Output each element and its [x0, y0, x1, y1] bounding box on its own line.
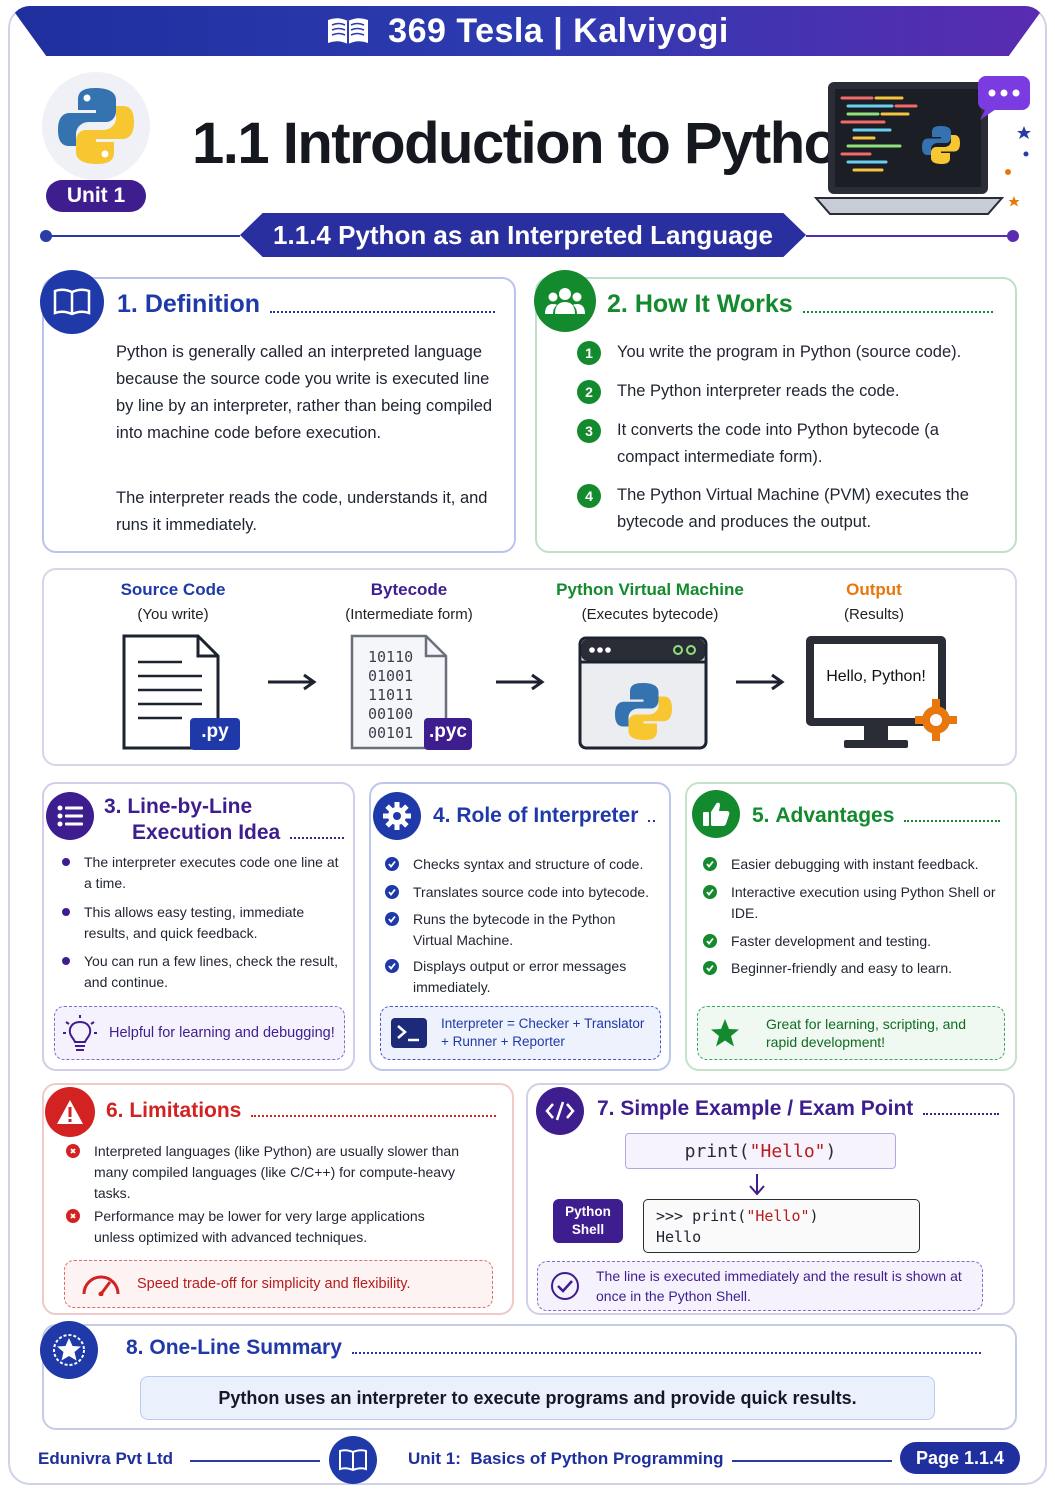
list-item: Faster development and testing.	[703, 931, 1003, 952]
bytecode-file-ext: .pyc	[428, 721, 468, 742]
how-it-works-heading: 2. How It Works	[607, 290, 993, 319]
list-item: Performance may be lower for very large …	[66, 1206, 466, 1248]
formula-note: Interpreter = Checker + Translator + Run…	[380, 1006, 661, 1060]
list-item: Interpreted languages (like Python) are …	[66, 1141, 466, 1204]
flow-output: Output (Results)	[843, 580, 904, 623]
star-icon	[711, 1019, 739, 1047]
star-badge-icon	[40, 1321, 98, 1379]
list-item: Easier debugging with instant feedback.	[703, 854, 1003, 875]
open-book-icon	[328, 18, 369, 44]
limitations-card: Interpreted languages (like Python) are …	[42, 1083, 514, 1315]
advantages-card: Easier debugging with instant feedback. …	[685, 782, 1017, 1071]
summary-card: Python uses an interpreter to execute pr…	[42, 1324, 1017, 1430]
line-by-line-card: The interpreter executes code one line a…	[42, 782, 355, 1071]
lightbulb-icon	[63, 1015, 97, 1051]
footer-book-icon	[329, 1436, 377, 1484]
limitations-note: Speed trade-off for simplicity and flexi…	[64, 1260, 493, 1308]
list-item: The interpreter executes code one line a…	[56, 852, 346, 894]
thumbs-up-icon	[692, 790, 740, 838]
list-icon	[46, 792, 94, 840]
flow-bytecode: Bytecode (Intermediate form)	[345, 580, 473, 623]
python-logo	[42, 72, 150, 180]
shell-window: >>> print("Hello") Hello	[643, 1199, 920, 1253]
people-icon	[534, 270, 596, 332]
limitations-heading: 6. Limitations	[106, 1099, 496, 1123]
gear-icon	[373, 792, 421, 840]
footer-company: Edunivra Pvt Ltd	[38, 1449, 174, 1468]
list-item: Interactive execution using Python Shell…	[703, 882, 1003, 924]
unit-badge: Unit 1	[46, 180, 146, 212]
definition-text-2: The interpreter reads the code, understa…	[116, 489, 488, 534]
summary-text: Python uses an interpreter to execute pr…	[140, 1376, 935, 1420]
list-item: Translates source code into bytecode.	[385, 882, 665, 903]
source-file-ext: .py	[201, 721, 229, 742]
speedometer-icon	[82, 1275, 120, 1296]
flow-source: Source Code (You write)	[120, 580, 226, 623]
list-item: Displays output or error messages immedi…	[385, 956, 655, 998]
python-logo-icon	[58, 88, 134, 164]
footer-line-left	[190, 1460, 320, 1462]
warning-icon	[45, 1087, 95, 1137]
list-item: Runs the bytecode in the Python Virtual …	[385, 909, 655, 951]
footer-line-right	[732, 1460, 892, 1462]
laptop-illustration	[813, 76, 1031, 215]
arrow-icon	[268, 673, 317, 691]
subtitle-dot-right	[1007, 230, 1019, 242]
code-snippet: print("Hello")	[625, 1133, 896, 1169]
list-item: This allows easy testing, immediate resu…	[56, 902, 346, 944]
terminal-icon	[391, 1018, 427, 1048]
arrow-icon	[736, 673, 785, 691]
flow-pvm: Python Virtual Machine (Executes bytecod…	[556, 580, 744, 623]
line-by-line-heading-2: Execution Idea	[132, 820, 344, 845]
pvm-window-icon	[578, 636, 708, 750]
tip-note: Helpful for learning and debugging!	[54, 1006, 345, 1060]
page-title: 1.1 Introduction to Python	[192, 111, 873, 176]
top-banner: 369 Tesla | Kalviyogi	[10, 6, 1045, 56]
advantages-heading: 5. Advantages	[752, 804, 1000, 828]
list-item: Beginner-friendly and easy to learn.	[703, 958, 1003, 979]
advantages-note: Great for learning, scripting, and rapid…	[697, 1006, 1005, 1060]
role-of-interpreter-card: Checks syntax and structure of code. Tra…	[369, 782, 671, 1071]
book-icon	[40, 270, 104, 334]
monitor-icon	[806, 636, 957, 748]
code-icon	[536, 1087, 584, 1135]
list-item: Checks syntax and structure of code.	[385, 854, 665, 875]
definition-card: Python is generally called an interprete…	[42, 277, 516, 553]
page-number: Page 1.1.4	[900, 1442, 1020, 1474]
definition-heading: 1. Definition	[117, 290, 495, 319]
definition-text-1: Python is generally called an interprete…	[116, 343, 493, 442]
example-heading: 7. Simple Example / Exam Point	[597, 1097, 999, 1121]
output-screen-text: Hello, Python!	[826, 668, 926, 685]
subtitle-ribbon: 1.1.4 Python as an Interpreted Language	[240, 213, 806, 257]
line-by-line-heading: 3. Line-by-Line	[104, 795, 253, 818]
check-circle-icon	[551, 1272, 579, 1300]
role-heading: 4. Role of Interpreter	[433, 804, 655, 828]
list-item: You can run a few lines, check the resul…	[56, 951, 346, 993]
subtitle-dot-left	[40, 230, 52, 242]
summary-heading: 8. One-Line Summary	[126, 1336, 981, 1360]
down-arrow-icon	[749, 1174, 765, 1196]
example-note: The line is executed immediately and the…	[537, 1261, 983, 1311]
footer-unit: Unit 1: Basics of Python Programming	[408, 1449, 724, 1468]
subtitle-line-left	[48, 235, 240, 237]
brand-title: 369 Tesla | Kalviyogi	[388, 11, 729, 50]
source-file-icon	[122, 634, 240, 750]
bytecode-file-icon	[350, 634, 472, 750]
arrow-icon	[496, 673, 545, 691]
subtitle-line-right	[806, 235, 1012, 237]
